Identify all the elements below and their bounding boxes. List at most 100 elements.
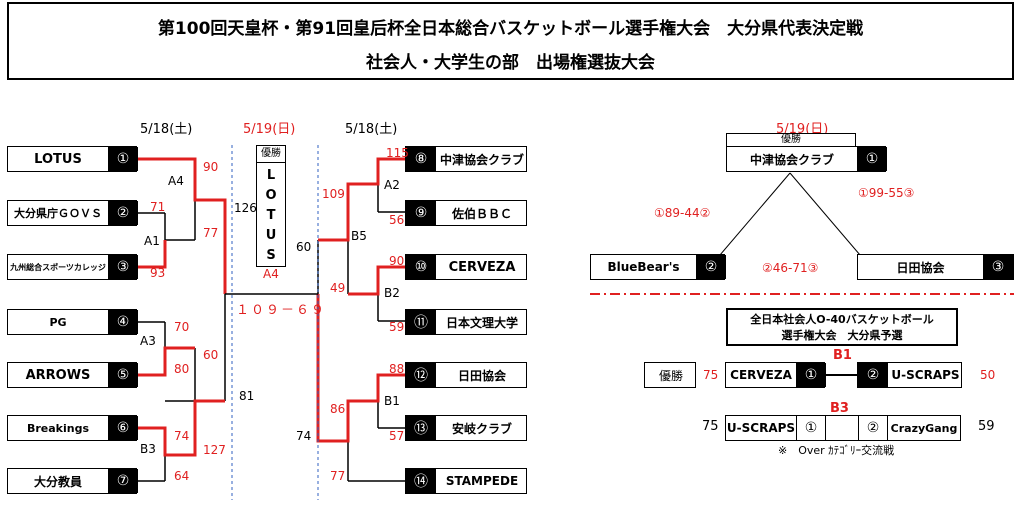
team-box: ⑨ 佐伯ＢＢＣ [405,200,527,226]
team-name: 大分県庁ＧＯＶＳ [14,207,102,220]
rr-team-right: 日田協会 ③ [857,254,1014,280]
score: 115 [386,146,409,160]
score: 71 [150,200,166,214]
score: 93 [150,266,166,280]
date-right: 5/18(土) [345,122,398,137]
team-seed: ⑭ [406,469,436,493]
team-name: 日田協会 [457,368,506,383]
team-seed: ① [796,416,826,440]
team-seed: ① [108,147,138,171]
team-seed: ⑤ [108,363,138,387]
team-box: ⑩ CERVEZA [405,254,527,280]
champion-letter: O [265,188,277,203]
team-seed: ③ [108,255,138,279]
champion-label: 優勝 [257,146,285,163]
o40-title-2: 選手権大会 大分県予選 [781,329,903,342]
score: 90 [203,160,219,174]
score: 56 [389,213,405,227]
score: 64 [174,469,190,483]
team-seed: ⑬ [406,416,436,440]
team-name: 安岐クラブ [451,421,512,436]
team-name: 佐伯ＢＢＣ [451,206,512,221]
team-box: ⑧ 中津協会クラブ [405,146,527,172]
team-seed: ③ [983,255,1013,279]
team-seed: ⑦ [108,469,138,493]
team-name: U-SCRAPS [726,421,796,435]
score: 90 [389,254,405,268]
score: 126 [234,201,257,215]
game-label: A2 [384,178,400,192]
team-name: 大分教員 [33,474,82,489]
team-name: Breakings [26,421,90,435]
team-box: ⑪ 日本文理大学 [405,309,527,335]
o40-winner-label: 優勝 [658,368,683,383]
team-name: CERVEZA [730,368,792,382]
team-box: ⑭ STAMPEDE [405,468,527,494]
rr-team-left: BlueBear's ② [590,254,726,280]
team-name: STAMPEDE [445,474,519,488]
o40-game2-box: U-SCRAPS ① ② CrazyGang [725,415,961,441]
team-seed: ⑥ [108,416,138,440]
team-name: CrazyGang [890,421,958,435]
champion-letter: T [266,208,276,223]
team-box: ARROWS ⑤ [7,362,138,388]
game-label: A4 [168,174,184,188]
title-line-2: 社会人・大学生の部 出場権選抜大会 [366,53,655,73]
o40-winner-label-box: 優勝 [644,362,696,388]
o40-game-code: B1 [833,348,852,363]
team-name: 九州総合スポーツカレッジ [10,262,106,272]
score: 88 [389,362,405,376]
rr-header-label: 優勝 [781,134,801,145]
title-line-1: 第100回天皇杯・第91回皇后杯全日本総合バスケットボール選手権大会 大分県代表… [157,19,864,39]
team-seed: ④ [108,310,138,334]
score: 74 [174,429,190,443]
score: 75 [702,419,719,434]
game-label: B3 [140,442,156,456]
score: 80 [174,362,190,376]
game-label: A1 [144,234,160,248]
score: 70 [174,320,190,334]
final-game-code: A4 [263,267,279,281]
team-box: LOTUS ① [7,146,138,172]
o40-title-1: 全日本社会人O-40バスケットボール [750,313,934,326]
score: 60 [296,240,312,254]
champion-box: 優勝 L O T U S [256,145,286,267]
score: 59 [978,419,995,434]
score: 60 [203,348,219,362]
team-seed: ② [858,363,888,387]
team-name: CERVEZA [448,259,516,275]
score: 86 [330,402,346,416]
team-box: 大分教員 ⑦ [7,468,138,494]
team-seed: ② [108,201,138,225]
date-center: 5/19(日) [243,122,296,137]
game-label: B5 [351,229,367,243]
rr-header: 優勝 [726,133,856,147]
team-name: PG [49,315,67,329]
score: 75 [703,368,719,382]
o40-game-code: B3 [830,401,849,416]
team-seed: ⑧ [406,147,436,171]
o40-title-box: 全日本社会人O-40バスケットボール 選手権大会 大分県予選 [726,308,958,346]
score: 81 [239,389,255,403]
champion-letter: S [266,248,276,263]
final-score: １０９－６９ [236,303,327,318]
score: 57 [389,429,405,443]
team-box: PG ④ [7,309,138,335]
team-seed: ① [796,363,826,387]
team-seed: ① [857,147,887,171]
team-name: U-SCRAPS [891,368,960,382]
score: 74 [296,429,312,443]
o40-team-box: CERVEZA ① [725,362,826,388]
score: 109 [322,187,345,201]
champion-letter: U [265,228,277,243]
game-label: A3 [140,334,156,348]
team-seed: ⑪ [406,310,436,334]
o40-team-box: ② U-SCRAPS [857,362,962,388]
game-label: B2 [384,286,400,300]
team-box: 大分県庁ＧＯＶＳ ② [7,200,138,226]
team-seed: ② [696,255,726,279]
score: 59 [389,320,405,334]
o40-note: ※ Over ｶﾃｺﾞﾘｰ交流戦 [778,444,895,457]
team-seed: ⑨ [406,201,436,225]
